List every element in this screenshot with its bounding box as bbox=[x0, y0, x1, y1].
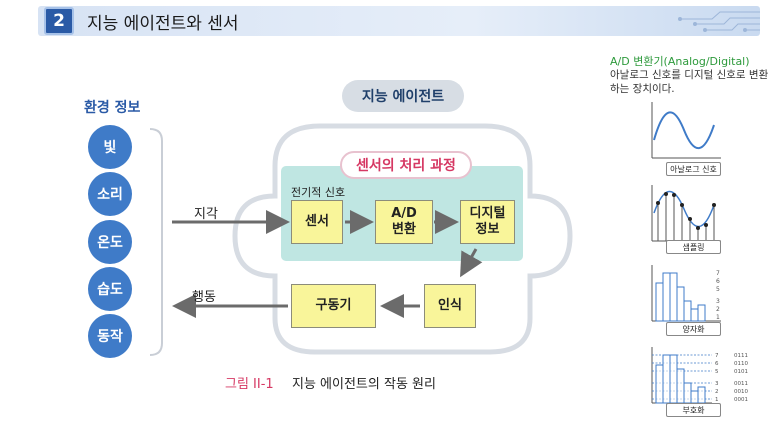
svg-text:0011: 0011 bbox=[734, 381, 748, 387]
quantization-label: 양자화 bbox=[666, 322, 721, 336]
recognition-box: 인식 bbox=[424, 284, 476, 328]
env-item-sound: 소리 bbox=[88, 172, 132, 216]
svg-text:0101: 0101 bbox=[734, 369, 748, 375]
figure-number: 그림 II-1 bbox=[225, 377, 274, 392]
quantization-graph: 7 6 5 3 2 1 bbox=[651, 265, 721, 322]
svg-text:6: 6 bbox=[715, 361, 719, 367]
env-item-temperature: 온도 bbox=[88, 220, 132, 264]
svg-text:0001: 0001 bbox=[734, 397, 748, 403]
svg-text:1: 1 bbox=[715, 397, 719, 403]
perception-label: 지각 bbox=[194, 207, 218, 222]
circuit-decoration-icon bbox=[678, 11, 760, 32]
environment-bracket bbox=[149, 128, 163, 356]
section-header-bar bbox=[38, 6, 760, 36]
env-item-humidity: 습도 bbox=[88, 267, 132, 311]
analog-signal-graph bbox=[651, 102, 721, 159]
sensor-box: 센서 bbox=[291, 200, 343, 244]
svg-text:2: 2 bbox=[715, 389, 719, 395]
env-item-motion: 동작 bbox=[88, 314, 132, 358]
svg-text:0010: 0010 bbox=[734, 389, 748, 395]
actuator-box: 구동기 bbox=[291, 284, 376, 328]
svg-text:5: 5 bbox=[715, 369, 719, 375]
sensor-process-title: 센서의 처리 과정 bbox=[340, 151, 472, 179]
figure-caption: 지능 에이전트의 작동 원리 bbox=[292, 377, 436, 392]
svg-text:0111: 0111 bbox=[734, 353, 748, 359]
action-label: 행동 bbox=[192, 290, 216, 305]
environment-info-title: 환경 정보 bbox=[84, 100, 141, 116]
svg-text:2: 2 bbox=[716, 306, 720, 313]
env-item-light: 빛 bbox=[88, 125, 132, 169]
analog-signal-label: 아날로그 신호 bbox=[666, 162, 721, 176]
encoding-label: 부호화 bbox=[666, 403, 721, 417]
sampling-label: 샘플링 bbox=[666, 240, 721, 254]
agent-title: 지능 에이전트 bbox=[342, 80, 464, 112]
sampling-graph bbox=[651, 185, 721, 242]
svg-text:6: 6 bbox=[716, 278, 720, 285]
svg-text:3: 3 bbox=[716, 298, 720, 305]
svg-text:3: 3 bbox=[715, 381, 719, 387]
svg-text:1: 1 bbox=[716, 314, 720, 321]
svg-text:7: 7 bbox=[715, 353, 719, 359]
ad-converter-title: A/D 변환기(Analog/Digital) bbox=[610, 55, 750, 68]
svg-text:7: 7 bbox=[716, 270, 720, 277]
electric-signal-label: 전기적 신호 bbox=[291, 186, 346, 199]
svg-text:5: 5 bbox=[716, 286, 720, 293]
chapter-number-badge: 2 bbox=[44, 7, 74, 35]
ad-converter-description: 아날로그 신호를 디지털 신호로 변환하는 장치이다. bbox=[610, 69, 769, 96]
encoding-graph: 7 6 5 3 2 1 0111 0110 0101 0011 0010 000… bbox=[651, 347, 748, 404]
section-title: 지능 에이전트와 센서 bbox=[87, 14, 239, 34]
svg-text:0110: 0110 bbox=[734, 361, 748, 367]
